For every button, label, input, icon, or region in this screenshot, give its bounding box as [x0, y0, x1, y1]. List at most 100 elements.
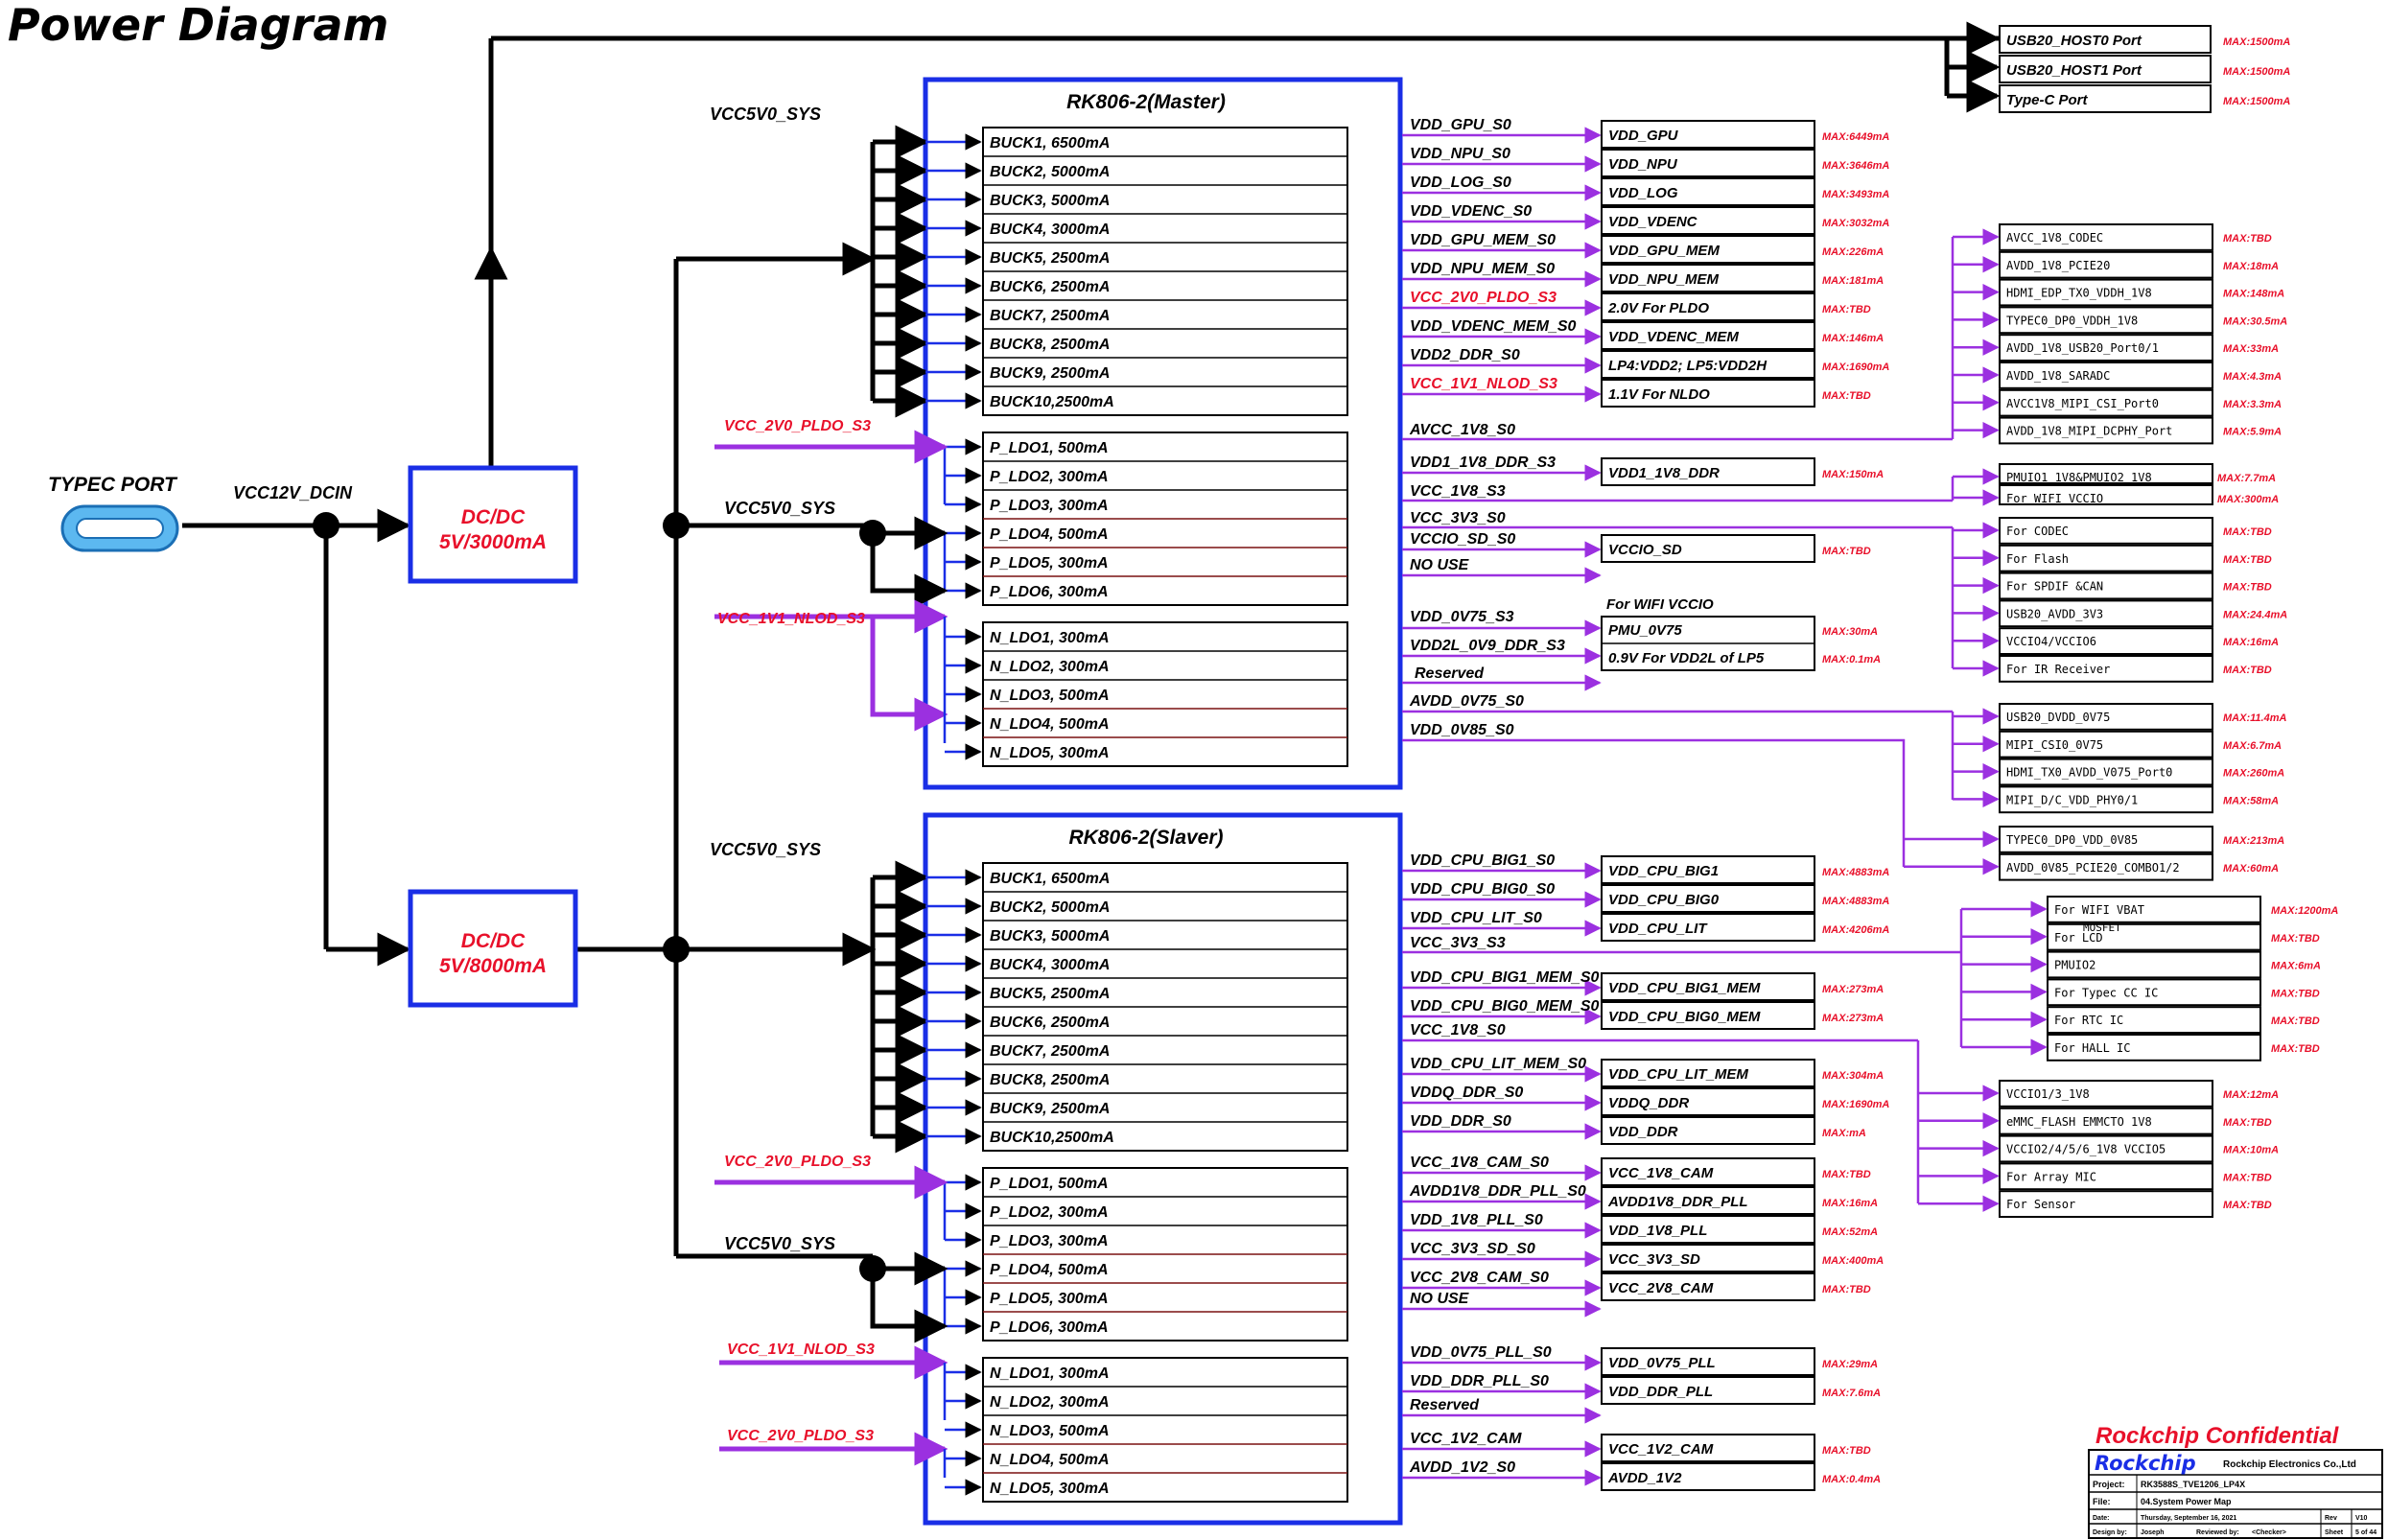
rail-load-box [1601, 264, 1815, 292]
pldo-label: P_LDO2, 300mA [990, 1204, 1109, 1221]
rail-net-label: VDD_VDENC_MEM_S0 [1410, 318, 1576, 335]
rail-load-box [1601, 1087, 1815, 1116]
load-name: For HALL IC [2054, 1041, 2130, 1055]
rail-net-label: VDD_CPU_LIT_MEM_S0 [1410, 1056, 1586, 1072]
pmic-title: RK806-2(Master) [1066, 91, 1226, 113]
vdd2l-max: MAX:0.1mA [1822, 654, 1881, 665]
junction-dot [859, 1255, 886, 1282]
vdd2l-label: VDD2L_0V9_DDR_S3 [1410, 638, 1565, 654]
rail-load-label: VDD_CPU_BIG1_MEM [1608, 980, 1761, 996]
load-box [1999, 223, 2213, 251]
vcc12v-label: VCC12V_DCIN [233, 483, 353, 502]
load-max: MAX:6mA [2271, 961, 2321, 972]
avcc-label: AVCC_1V8_S0 [1409, 422, 1515, 438]
rail-load-box [1601, 913, 1815, 942]
rail-load-box [1601, 457, 1815, 486]
reserved-label: Reserved [1415, 665, 1485, 682]
load-box [1999, 730, 2213, 758]
load-max: MAX:30.5mA [2223, 315, 2287, 327]
rockchip-logo: Rockchip [2095, 1452, 2196, 1475]
pldo-label: P_LDO2, 300mA [990, 469, 1109, 485]
rail-load-label: VCCIO_SD [1608, 542, 1682, 558]
rail-load-label: VDD_DDR [1608, 1124, 1678, 1140]
load-name: MIPI_D/C_VDD_PHY0/1 [2006, 793, 2138, 806]
rail-load-label: VDD_CPU_LIT_MEM [1608, 1066, 1748, 1083]
pldo-label: P_LDO4, 500mA [990, 526, 1109, 543]
rail-net-label: VCC_1V2_CAM [1410, 1431, 1522, 1447]
vcc3v3s3-label: VCC_3V3_S3 [1410, 935, 1506, 951]
load-name: For WIFI VCCIO [2006, 492, 2103, 505]
pldo-label: P_LDO6, 300mA [990, 1319, 1109, 1336]
load-box [1999, 388, 2213, 417]
rail-load-box [1601, 206, 1815, 235]
rail-load-box [1601, 120, 1815, 149]
nldo-label: N_LDO2, 300mA [990, 1394, 1110, 1411]
nouse-label: NO USE [1410, 557, 1470, 573]
vcc3v3s0-label: VCC_3V3_S0 [1410, 510, 1506, 526]
load-max: MAX:260mA [2223, 768, 2284, 780]
load-name: For CODEC [2006, 525, 2069, 538]
load-box [1999, 278, 2213, 307]
vdd0v85-label: VDD_0V85_S0 [1410, 722, 1514, 738]
rail-load-label: VDD_LOG [1608, 185, 1678, 201]
rail-load-box [1601, 1116, 1815, 1145]
rail-load-label: VDD_0V75_PLL [1608, 1355, 1716, 1371]
load-box [1999, 1190, 2213, 1218]
load-box [2047, 922, 2261, 951]
slave-reserved-label: Reserved [1410, 1397, 1480, 1413]
rail-max-label: MAX:4206mA [1822, 924, 1889, 936]
load-box [2047, 950, 2261, 979]
buck-label: BUCK2, 5000mA [990, 164, 1110, 180]
rail-max-label: MAX:1690mA [1822, 1099, 1889, 1110]
rail-load-label: VCC_2V8_CAM [1608, 1280, 1714, 1296]
load-name: For RTC IC [2054, 1014, 2123, 1027]
load-max: MAX:33mA [2223, 343, 2279, 355]
rail-max-label: MAX:3032mA [1822, 218, 1889, 229]
reviewed-label: Reviewed by: [2196, 1529, 2239, 1536]
typec-port-label: TYPEC PORT [48, 474, 178, 496]
rail-load-label: VDD_GPU [1608, 128, 1679, 144]
rail-net-label: VDD_CPU_BIG1_MEM_S0 [1410, 969, 1600, 986]
load-max: MAX:60mA [2223, 863, 2279, 875]
rail-max-label: MAX:TBD [1822, 1445, 1871, 1457]
avdd0v75-label: AVDD_0V75_S0 [1409, 693, 1524, 710]
load-box [1999, 1134, 2213, 1163]
pmu-max: MAX:30mA [1822, 626, 1878, 638]
load-box [1999, 852, 2213, 881]
nldo-frame [982, 1357, 1348, 1503]
buck-label: BUCK5, 2500mA [990, 250, 1110, 267]
rail-net-label: VDD_CPU_BIG0_MEM_S0 [1410, 998, 1600, 1015]
nldo-supply-label: VCC_1V1_NLOD_S3 [717, 611, 865, 627]
rail-load-box [1601, 350, 1815, 379]
buck-label: BUCK9, 2500mA [990, 365, 1110, 382]
pldo-label: P_LDO1, 500mA [990, 1176, 1109, 1192]
load-name: TYPEC0_DP0_VDDH_1V8 [2006, 314, 2138, 327]
rail-load-box [1601, 1347, 1815, 1376]
nldo-label: N_LDO4, 500mA [990, 1452, 1110, 1468]
rail-max-label: MAX:29mA [1822, 1359, 1878, 1370]
load-name: AVDD_1V8_USB20_Port0/1 [2006, 341, 2159, 355]
buck-label: BUCK2, 5000mA [990, 899, 1110, 916]
load-max: MAX:10mA [2223, 1145, 2279, 1156]
buck-supply-label: VCC5V0_SYS [710, 105, 821, 124]
nldo-supply-b-label: VCC_2V0_PLDO_S3 [727, 1428, 874, 1444]
buck-label: BUCK10,2500mA [990, 394, 1114, 410]
load-name: VCCIO1/3_1V8 [2006, 1087, 2090, 1101]
buck-label: BUCK6, 2500mA [990, 1015, 1110, 1031]
buck-label: BUCK7, 2500mA [990, 308, 1110, 324]
rail-net-label: VDD_CPU_LIT_S0 [1410, 910, 1542, 926]
buck-label: BUCK6, 2500mA [990, 279, 1110, 295]
load-box [1999, 362, 2213, 389]
rail-max-label: MAX:mA [1822, 1128, 1866, 1139]
pldo-supply-b-label: VCC5V0_SYS [724, 1234, 835, 1253]
rail-load-label: VCC_1V8_CAM [1608, 1165, 1714, 1181]
rail-load-label: VCC_1V2_CAM [1608, 1441, 1714, 1458]
rail-load-box [1601, 1376, 1815, 1405]
load-max: MAX:5.9mA [2223, 427, 2282, 438]
load-max: MAX:TBD [2223, 1172, 2272, 1183]
file-label: File: [2093, 1497, 2111, 1506]
load-box [2047, 978, 2261, 1007]
load-max: MAX:213mA [2223, 835, 2284, 847]
rail-load-box [1601, 1434, 1815, 1462]
